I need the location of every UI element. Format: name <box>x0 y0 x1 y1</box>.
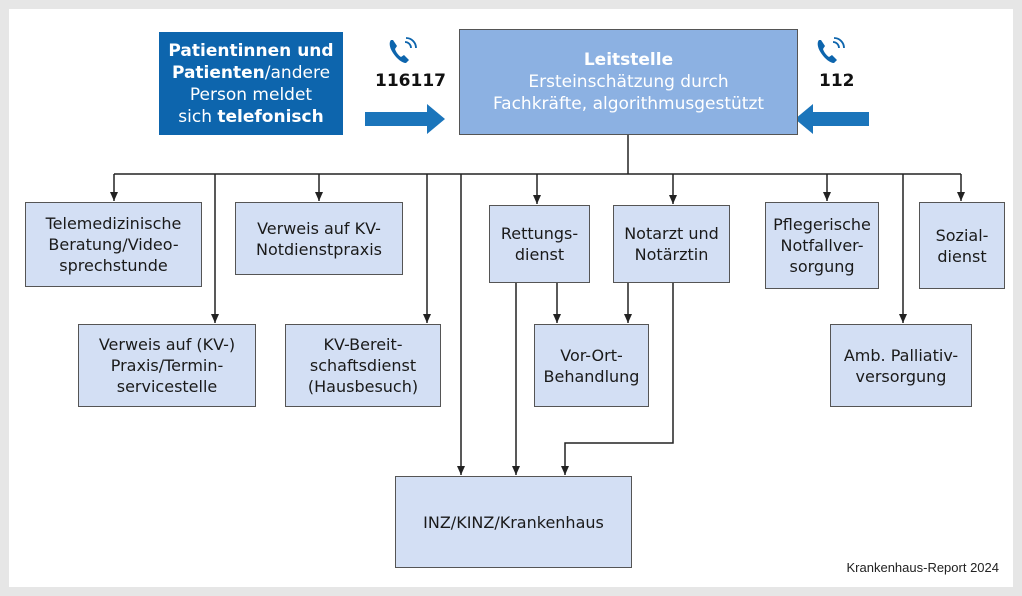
node-sozialdienst: Sozial-dienst <box>919 202 1005 289</box>
diagram-frame: Patientinnen und Patienten/andere Person… <box>9 9 1013 587</box>
node-vor-ort-behandlung: Vor-Ort-Behandlung <box>534 324 649 407</box>
leitstelle-box: Leitstelle Ersteinschätzung durch Fachkr… <box>459 29 798 135</box>
arrow-left-input <box>365 104 445 134</box>
node-palliativversorgung: Amb. Palliativ-versorgung <box>830 324 972 407</box>
edge-notarzt-inz <box>561 283 674 475</box>
source-caller-box: Patientinnen und Patienten/andere Person… <box>159 32 343 135</box>
phone-number-116117: 116117 <box>375 71 446 91</box>
node-rettungsdienst: Rettungs-dienst <box>489 205 590 283</box>
arrow-right-input <box>795 104 869 134</box>
phone-icon <box>389 37 417 63</box>
phone-icon <box>817 37 845 63</box>
source-footer: Krankenhaus-Report 2024 <box>846 560 1000 575</box>
connector-layer <box>110 104 965 475</box>
node-verweis-praxis: Verweis auf (KV-)Praxis/Termin-servicest… <box>78 324 256 407</box>
node-kv-bereitschaftsdienst: KV-Bereit-schaftsdienst(Hausbesuch) <box>285 324 441 407</box>
node-verweis-kv: Verweis auf KV-Notdienstpraxis <box>235 202 403 275</box>
node-inz-krankenhaus: INZ/KINZ/Krankenhaus <box>395 476 632 568</box>
phone-number-112: 112 <box>819 71 855 91</box>
